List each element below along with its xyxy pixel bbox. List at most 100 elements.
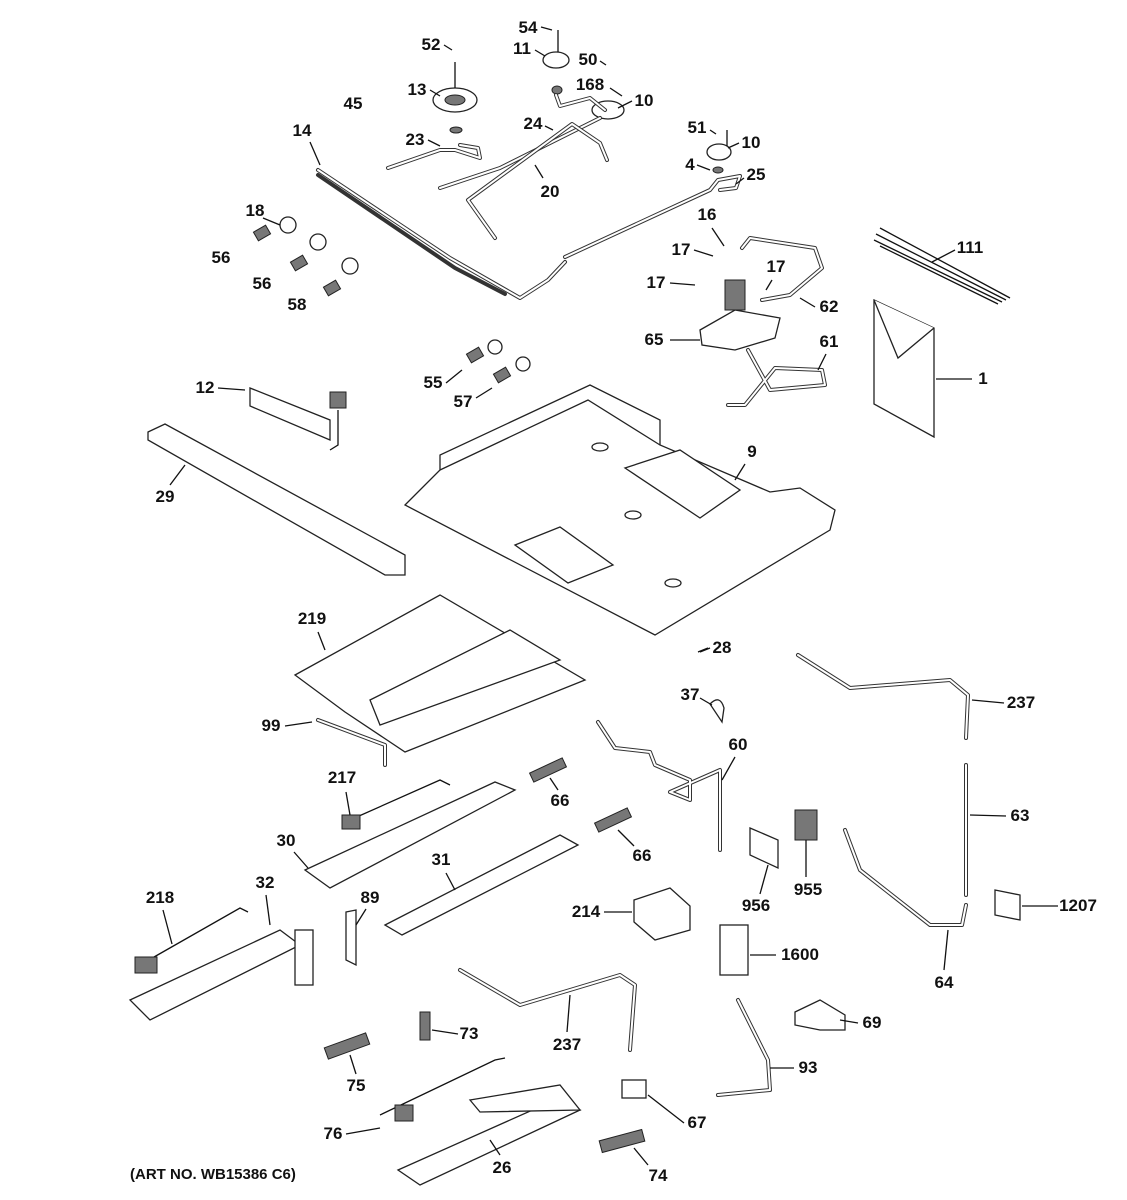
valve-58 (322, 257, 359, 297)
callout-part-56[interactable]: 56 (252, 274, 272, 293)
valve-56-b (289, 233, 327, 272)
callout-part-57[interactable]: 57 (453, 392, 473, 411)
valve-56-a (252, 216, 297, 242)
callout-part-17[interactable]: 17 (766, 257, 786, 276)
manifold-rail-14 (316, 168, 567, 300)
callout-part-1[interactable]: 1 (978, 369, 988, 388)
callout-part-74[interactable]: 74 (648, 1166, 668, 1185)
callout-part-11[interactable]: 11 (513, 39, 531, 58)
callout-part-214[interactable]: 214 (571, 902, 601, 921)
callout-part-73[interactable]: 73 (459, 1024, 479, 1043)
burner-tube-26 (396, 1084, 582, 1186)
callout-part-219[interactable]: 219 (297, 609, 327, 628)
callout-part-218[interactable]: 218 (145, 888, 175, 907)
callout-part-956[interactable]: 956 (741, 896, 771, 915)
bracket-strip-29 (147, 423, 406, 576)
valve-214 (633, 887, 691, 941)
callout-part-23[interactable]: 23 (405, 130, 425, 149)
callout-part-955[interactable]: 955 (793, 880, 823, 899)
orifice-75 (323, 1032, 371, 1060)
callout-part-17[interactable]: 17 (671, 240, 691, 259)
callout-part-25[interactable]: 25 (746, 165, 766, 184)
switch-67 (621, 1079, 647, 1099)
callout-part-12[interactable]: 12 (195, 378, 215, 397)
screw-28 (697, 647, 709, 653)
callout-part-237[interactable]: 237 (552, 1035, 582, 1054)
valve-55 (465, 339, 503, 364)
callout-part-18[interactable]: 18 (245, 201, 265, 220)
tube-237-right (796, 653, 970, 740)
bracket-89 (345, 909, 357, 967)
burner-13 (432, 62, 478, 134)
burner-11 (542, 30, 570, 95)
callout-part-217[interactable]: 217 (327, 768, 357, 787)
callout-part-45[interactable]: 45 (343, 94, 363, 113)
tube-24 (438, 116, 602, 190)
tube-25 (563, 174, 742, 259)
callout-part-52[interactable]: 52 (421, 35, 441, 54)
valve-57 (492, 356, 531, 384)
callout-part-89[interactable]: 89 (360, 888, 380, 907)
callout-part-4[interactable]: 4 (685, 155, 695, 174)
tube-20 (466, 122, 609, 240)
callout-part-54[interactable]: 54 (518, 18, 538, 37)
callout-part-10[interactable]: 10 (741, 133, 761, 152)
callout-part-64[interactable]: 64 (934, 973, 954, 992)
callout-part-76[interactable]: 76 (323, 1124, 343, 1143)
callout-part-61[interactable]: 61 (819, 332, 839, 351)
bracket-1207 (994, 889, 1021, 921)
callout-part-93[interactable]: 93 (798, 1058, 818, 1077)
electrode-218 (134, 907, 249, 974)
tube-64 (843, 828, 968, 927)
callout-part-75[interactable]: 75 (346, 1076, 366, 1095)
callout-part-13[interactable]: 13 (407, 80, 427, 99)
callout-part-28[interactable]: 28 (712, 638, 732, 657)
callout-part-32[interactable]: 32 (255, 873, 275, 892)
burner-tube-32 (128, 929, 314, 1021)
burner-tube-30 (303, 781, 517, 889)
callout-part-51[interactable]: 51 (687, 118, 707, 137)
callout-part-55[interactable]: 55 (423, 373, 443, 392)
callout-part-14[interactable]: 14 (292, 121, 312, 140)
callout-part-30[interactable]: 30 (276, 831, 296, 850)
electrode-217 (341, 779, 451, 830)
wire-bundle-111 (873, 227, 1011, 305)
callout-part-62[interactable]: 62 (819, 297, 839, 316)
callout-part-60[interactable]: 60 (728, 735, 748, 754)
callout-part-24[interactable]: 24 (523, 114, 543, 133)
callout-part-65[interactable]: 65 (644, 330, 664, 349)
callout-part-58[interactable]: 58 (287, 295, 307, 314)
callout-part-69[interactable]: 69 (862, 1013, 882, 1032)
callout-part-9[interactable]: 9 (747, 442, 757, 461)
callout-part-63[interactable]: 63 (1010, 806, 1030, 825)
callout-part-237[interactable]: 237 (1006, 693, 1036, 712)
callout-part-26[interactable]: 26 (492, 1158, 512, 1177)
callout-part-20[interactable]: 20 (540, 182, 560, 201)
callout-part-50[interactable]: 50 (578, 50, 598, 69)
callout-part-66[interactable]: 66 (632, 846, 652, 865)
callout-part-66[interactable]: 66 (550, 791, 570, 810)
callout-part-1600[interactable]: 1600 (781, 945, 819, 964)
tube-60 (596, 720, 722, 852)
callout-part-17[interactable]: 17 (646, 273, 666, 292)
clip-37 (709, 699, 725, 724)
callout-part-168[interactable]: 168 (575, 75, 605, 94)
orifice-73 (419, 1011, 431, 1041)
callout-part-99[interactable]: 99 (261, 716, 281, 735)
burner-tube-31 (383, 834, 580, 936)
art-number: (ART NO. WB15386 C6) (130, 1166, 296, 1183)
callout-part-1207[interactable]: 1207 (1059, 896, 1097, 915)
tube-11-feed (554, 93, 607, 112)
callout-part-111[interactable]: 111 (956, 238, 984, 257)
callout-part-67[interactable]: 67 (687, 1113, 707, 1132)
callout-part-16[interactable]: 16 (697, 205, 717, 224)
callout-part-10[interactable]: 10 (634, 91, 654, 110)
callout-part-31[interactable]: 31 (431, 850, 451, 869)
electrode-76 (379, 1057, 506, 1122)
callout-part-29[interactable]: 29 (155, 487, 175, 506)
valve-955 (794, 809, 818, 841)
callout-part-37[interactable]: 37 (680, 685, 700, 704)
callout-part-56[interactable]: 56 (211, 248, 231, 267)
orifice-74 (598, 1128, 646, 1154)
